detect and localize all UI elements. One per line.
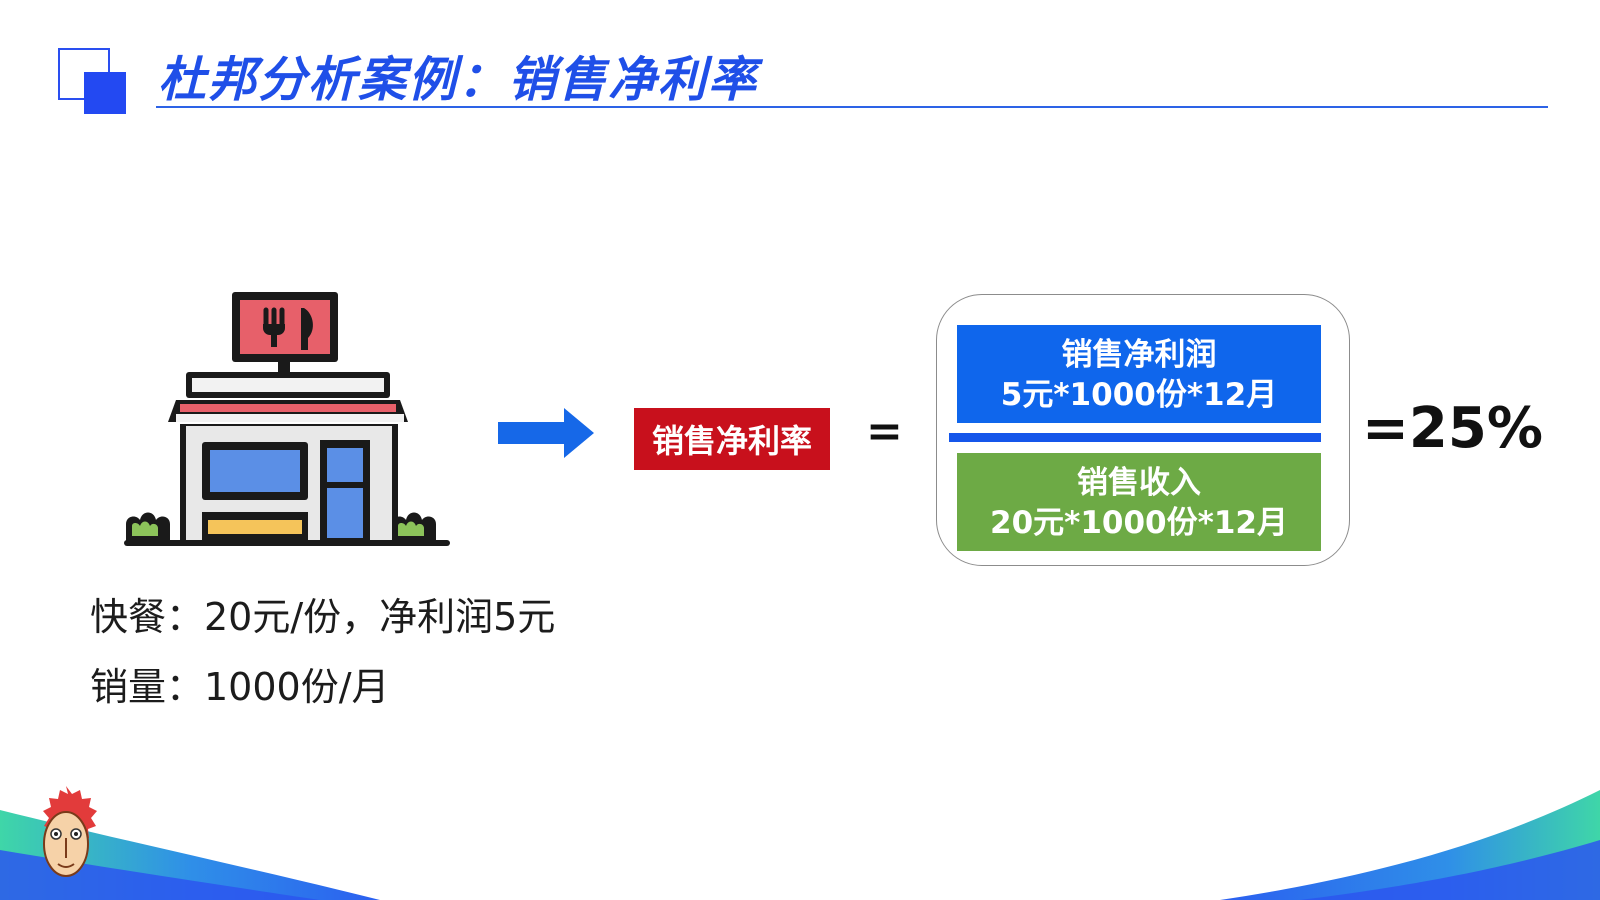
numerator-title: 销售净利润 [1061, 337, 1217, 373]
title-divider [156, 106, 1548, 108]
numerator-expression: 5元*1000份*12月 [1000, 377, 1278, 413]
right-arrow-icon [498, 408, 594, 458]
net-profit-margin-label: 销售净利率 [634, 408, 830, 470]
product-price-caption: 快餐：20元/份，净利润5元 [90, 595, 556, 639]
title-decoration-icon [58, 48, 128, 114]
numerator-net-profit: 销售净利润 5元*1000份*12月 [957, 325, 1321, 423]
sales-volume-caption: 销量：1000份/月 [90, 665, 390, 709]
bottom-wave-decoration [0, 790, 1600, 900]
page-title: 杜邦分析案例：销售净利率 [158, 52, 759, 108]
fraction-bar [949, 433, 1321, 442]
denominator-expression: 20元*1000份*12月 [990, 505, 1288, 541]
mascot-logo-icon [43, 786, 97, 877]
equals-sign: = [866, 406, 903, 457]
store-icon [124, 292, 450, 546]
denominator-title: 销售收入 [1077, 465, 1201, 501]
fraction-box: 销售净利润 5元*1000份*12月 销售收入 20元*1000份*12月 [936, 294, 1350, 566]
result-value: =25% [1362, 396, 1543, 461]
denominator-revenue: 销售收入 20元*1000份*12月 [957, 453, 1321, 551]
